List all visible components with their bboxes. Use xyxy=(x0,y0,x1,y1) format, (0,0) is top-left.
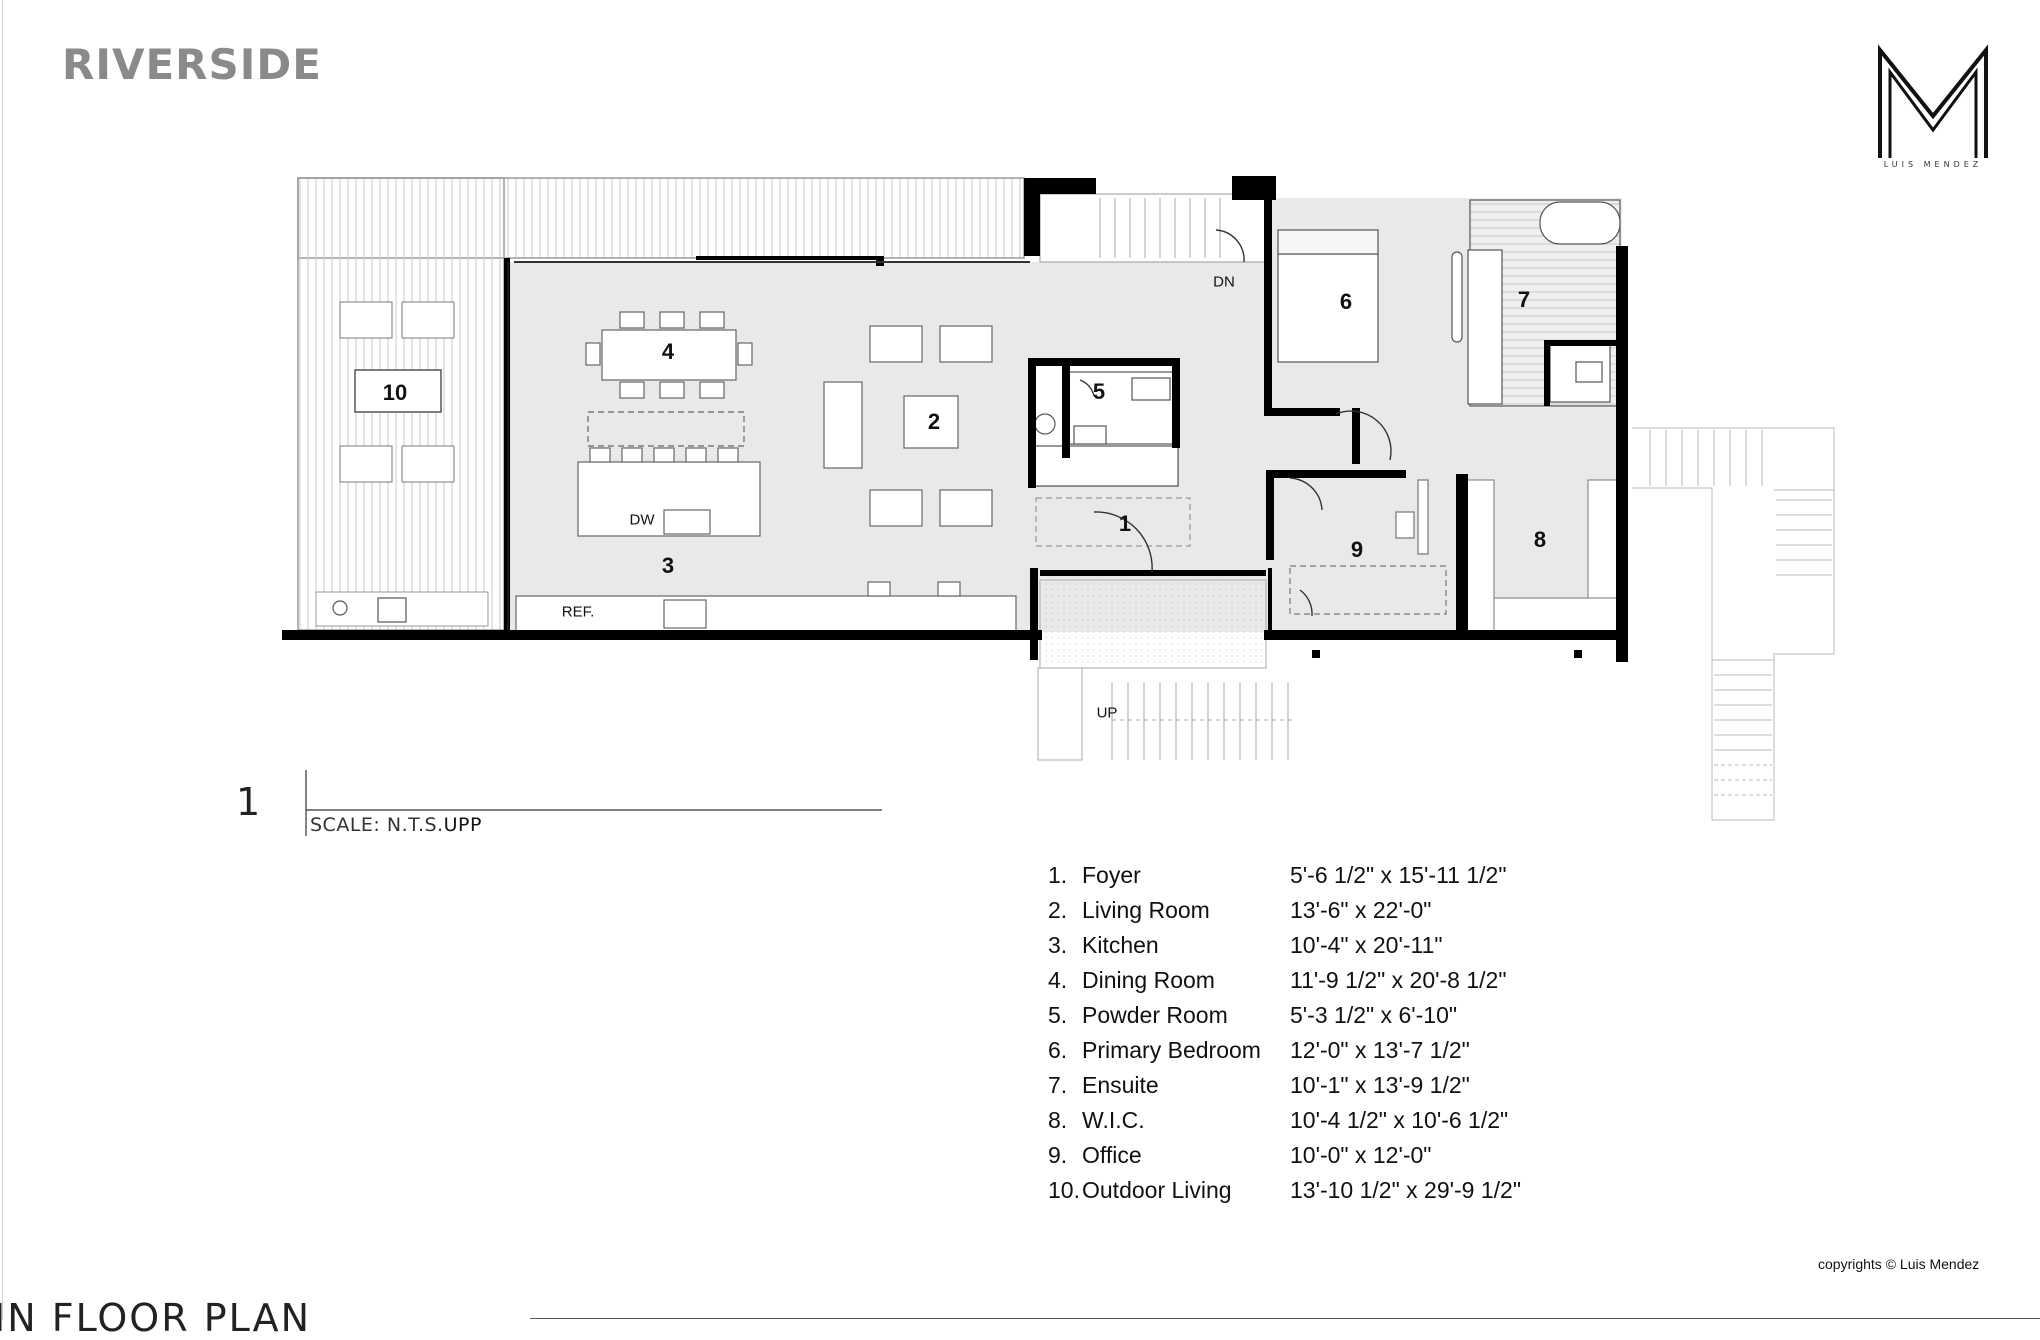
walls xyxy=(282,176,1628,662)
door-swings xyxy=(1079,229,1392,617)
legend-dimensions: 13'-6" x 22'-0" xyxy=(1290,897,1432,923)
legend-dimensions: 10'-4 1/2" x 10'-6 1/2" xyxy=(1290,1107,1509,1133)
ensuite-fixtures xyxy=(1451,199,1621,407)
room-label-office: 9 xyxy=(1350,537,1364,562)
legend-dimensions: 13'-10 1/2" x 29'-9 1/2" xyxy=(1290,1177,1521,1203)
legend-room-name: Kitchen xyxy=(1082,932,1159,958)
dining-table xyxy=(585,311,753,399)
legend-row: 1. Foyer 5'-6 1/2" x 15'-11 1/2" xyxy=(1048,862,1648,897)
stairs-down-label: DN xyxy=(1213,273,1235,291)
room-label-outdoor: 10 xyxy=(382,380,408,405)
legend-number: 6. xyxy=(1048,1037,1068,1063)
kitchen-island xyxy=(577,411,761,537)
legend-number: 10. xyxy=(1048,1177,1080,1203)
exterior-stairs xyxy=(1632,427,1835,821)
legend-room-name: Outdoor Living xyxy=(1082,1177,1232,1203)
legend-room-name: Dining Room xyxy=(1082,967,1215,993)
legend-room-name: W.I.C. xyxy=(1082,1107,1145,1133)
living-furniture xyxy=(823,325,993,527)
legend-row: 4. Dining Room 11'-9 1/2" x 20'-8 1/2" xyxy=(1048,967,1648,1002)
legend-row: 8. W.I.C. 10'-4 1/2" x 10'-6 1/2" xyxy=(1048,1107,1648,1142)
wic-shelving xyxy=(1465,479,1619,633)
legend-number: 5. xyxy=(1048,1002,1068,1028)
kitchen-counter xyxy=(515,581,1017,633)
legend-number: 1. xyxy=(1048,862,1068,888)
copyright-note: copyrights © Luis Mendez xyxy=(1818,1256,1980,1272)
room-legend: 1. Foyer 5'-6 1/2" x 15'-11 1/2" 2. Living … xyxy=(1048,862,1648,1212)
legend-dimensions: 11'-9 1/2" x 20'-8 1/2" xyxy=(1290,967,1507,993)
scale-suffix: UPP xyxy=(443,814,482,836)
room-label-living: 2 xyxy=(927,409,941,434)
legend-room-name: Ensuite xyxy=(1082,1072,1159,1098)
refrigerator-label: REF. xyxy=(561,603,595,621)
legend-row: 9. Office 10'-0" x 12'-0" xyxy=(1048,1142,1648,1177)
sheet-border-line xyxy=(2,0,3,1320)
legend-number: 9. xyxy=(1048,1142,1068,1168)
room-label-dining: 4 xyxy=(661,339,675,364)
legend-number: 7. xyxy=(1048,1072,1068,1098)
room-label-kitchen: 3 xyxy=(661,553,675,578)
powder-room xyxy=(1029,359,1179,487)
room-label-wic: 8 xyxy=(1533,527,1547,552)
outdoor-deck xyxy=(297,177,1025,631)
legend-dimensions: 10'-1" x 13'-9 1/2" xyxy=(1290,1072,1470,1098)
scale-text: SCALE: N.T.S. xyxy=(310,814,444,836)
sheet-title: IN FLOOR PLAN xyxy=(0,1296,312,1340)
dishwasher-label: DW xyxy=(629,511,655,529)
foyer-rug xyxy=(1035,497,1191,547)
legend-room-name: Office xyxy=(1082,1142,1142,1168)
luis-mendez-logo xyxy=(1878,44,1988,158)
room-label-bedroom: 6 xyxy=(1339,289,1353,314)
primary-bed xyxy=(1277,229,1379,363)
legend-row: 6. Primary Bedroom 12'-0" x 13'-7 1/2" xyxy=(1048,1037,1648,1072)
legend-number: 8. xyxy=(1048,1107,1068,1133)
legend-row: 3. Kitchen 10'-4" x 20'-11" xyxy=(1048,932,1648,967)
legend-dimensions: 10'-4" x 20'-11" xyxy=(1290,932,1443,958)
legend-row: 10.Outdoor Living 13'-10 1/2" x 29'-9 1/… xyxy=(1048,1177,1648,1212)
logo-caption: LUIS MENDEZ xyxy=(1883,160,1983,169)
legend-dimensions: 5'-3 1/2" x 6'-10" xyxy=(1290,1002,1458,1028)
legend-number: 2. xyxy=(1048,897,1068,923)
scale-note: SCALE: N.T.S.UPP xyxy=(310,814,482,836)
legend-dimensions: 10'-0" x 12'-0" xyxy=(1290,1142,1432,1168)
legend-room-name: Powder Room xyxy=(1082,1002,1228,1028)
legend-row: 7. Ensuite 10'-1" x 13'-9 1/2" xyxy=(1048,1072,1648,1107)
legend-room-name: Foyer xyxy=(1082,862,1141,888)
legend-room-name: Living Room xyxy=(1082,897,1210,923)
legend-row: 5. Powder Room 5'-3 1/2" x 6'-10" xyxy=(1048,1002,1648,1037)
drawing-number: 1 xyxy=(236,780,261,824)
room-label-ensuite: 7 xyxy=(1517,287,1531,312)
legend-row: 2. Living Room 13'-6" x 22'-0" xyxy=(1048,897,1648,932)
footer-rule xyxy=(530,1318,2040,1319)
office-furniture xyxy=(1289,479,1447,615)
project-title: RIVERSIDE xyxy=(62,40,322,89)
legend-dimensions: 5'-6 1/2" x 15'-11 1/2" xyxy=(1290,862,1507,888)
entry-stairs xyxy=(1037,193,1296,761)
legend-room-name: Primary Bedroom xyxy=(1082,1037,1261,1063)
room-label-powder: 5 xyxy=(1092,379,1106,404)
legend-number: 3. xyxy=(1048,932,1068,958)
legend-number: 4. xyxy=(1048,967,1068,993)
room-label-foyer: 1 xyxy=(1118,511,1132,536)
stairs-up-label: UP xyxy=(1096,704,1118,722)
legend-dimensions: 12'-0" x 13'-7 1/2" xyxy=(1290,1037,1470,1063)
